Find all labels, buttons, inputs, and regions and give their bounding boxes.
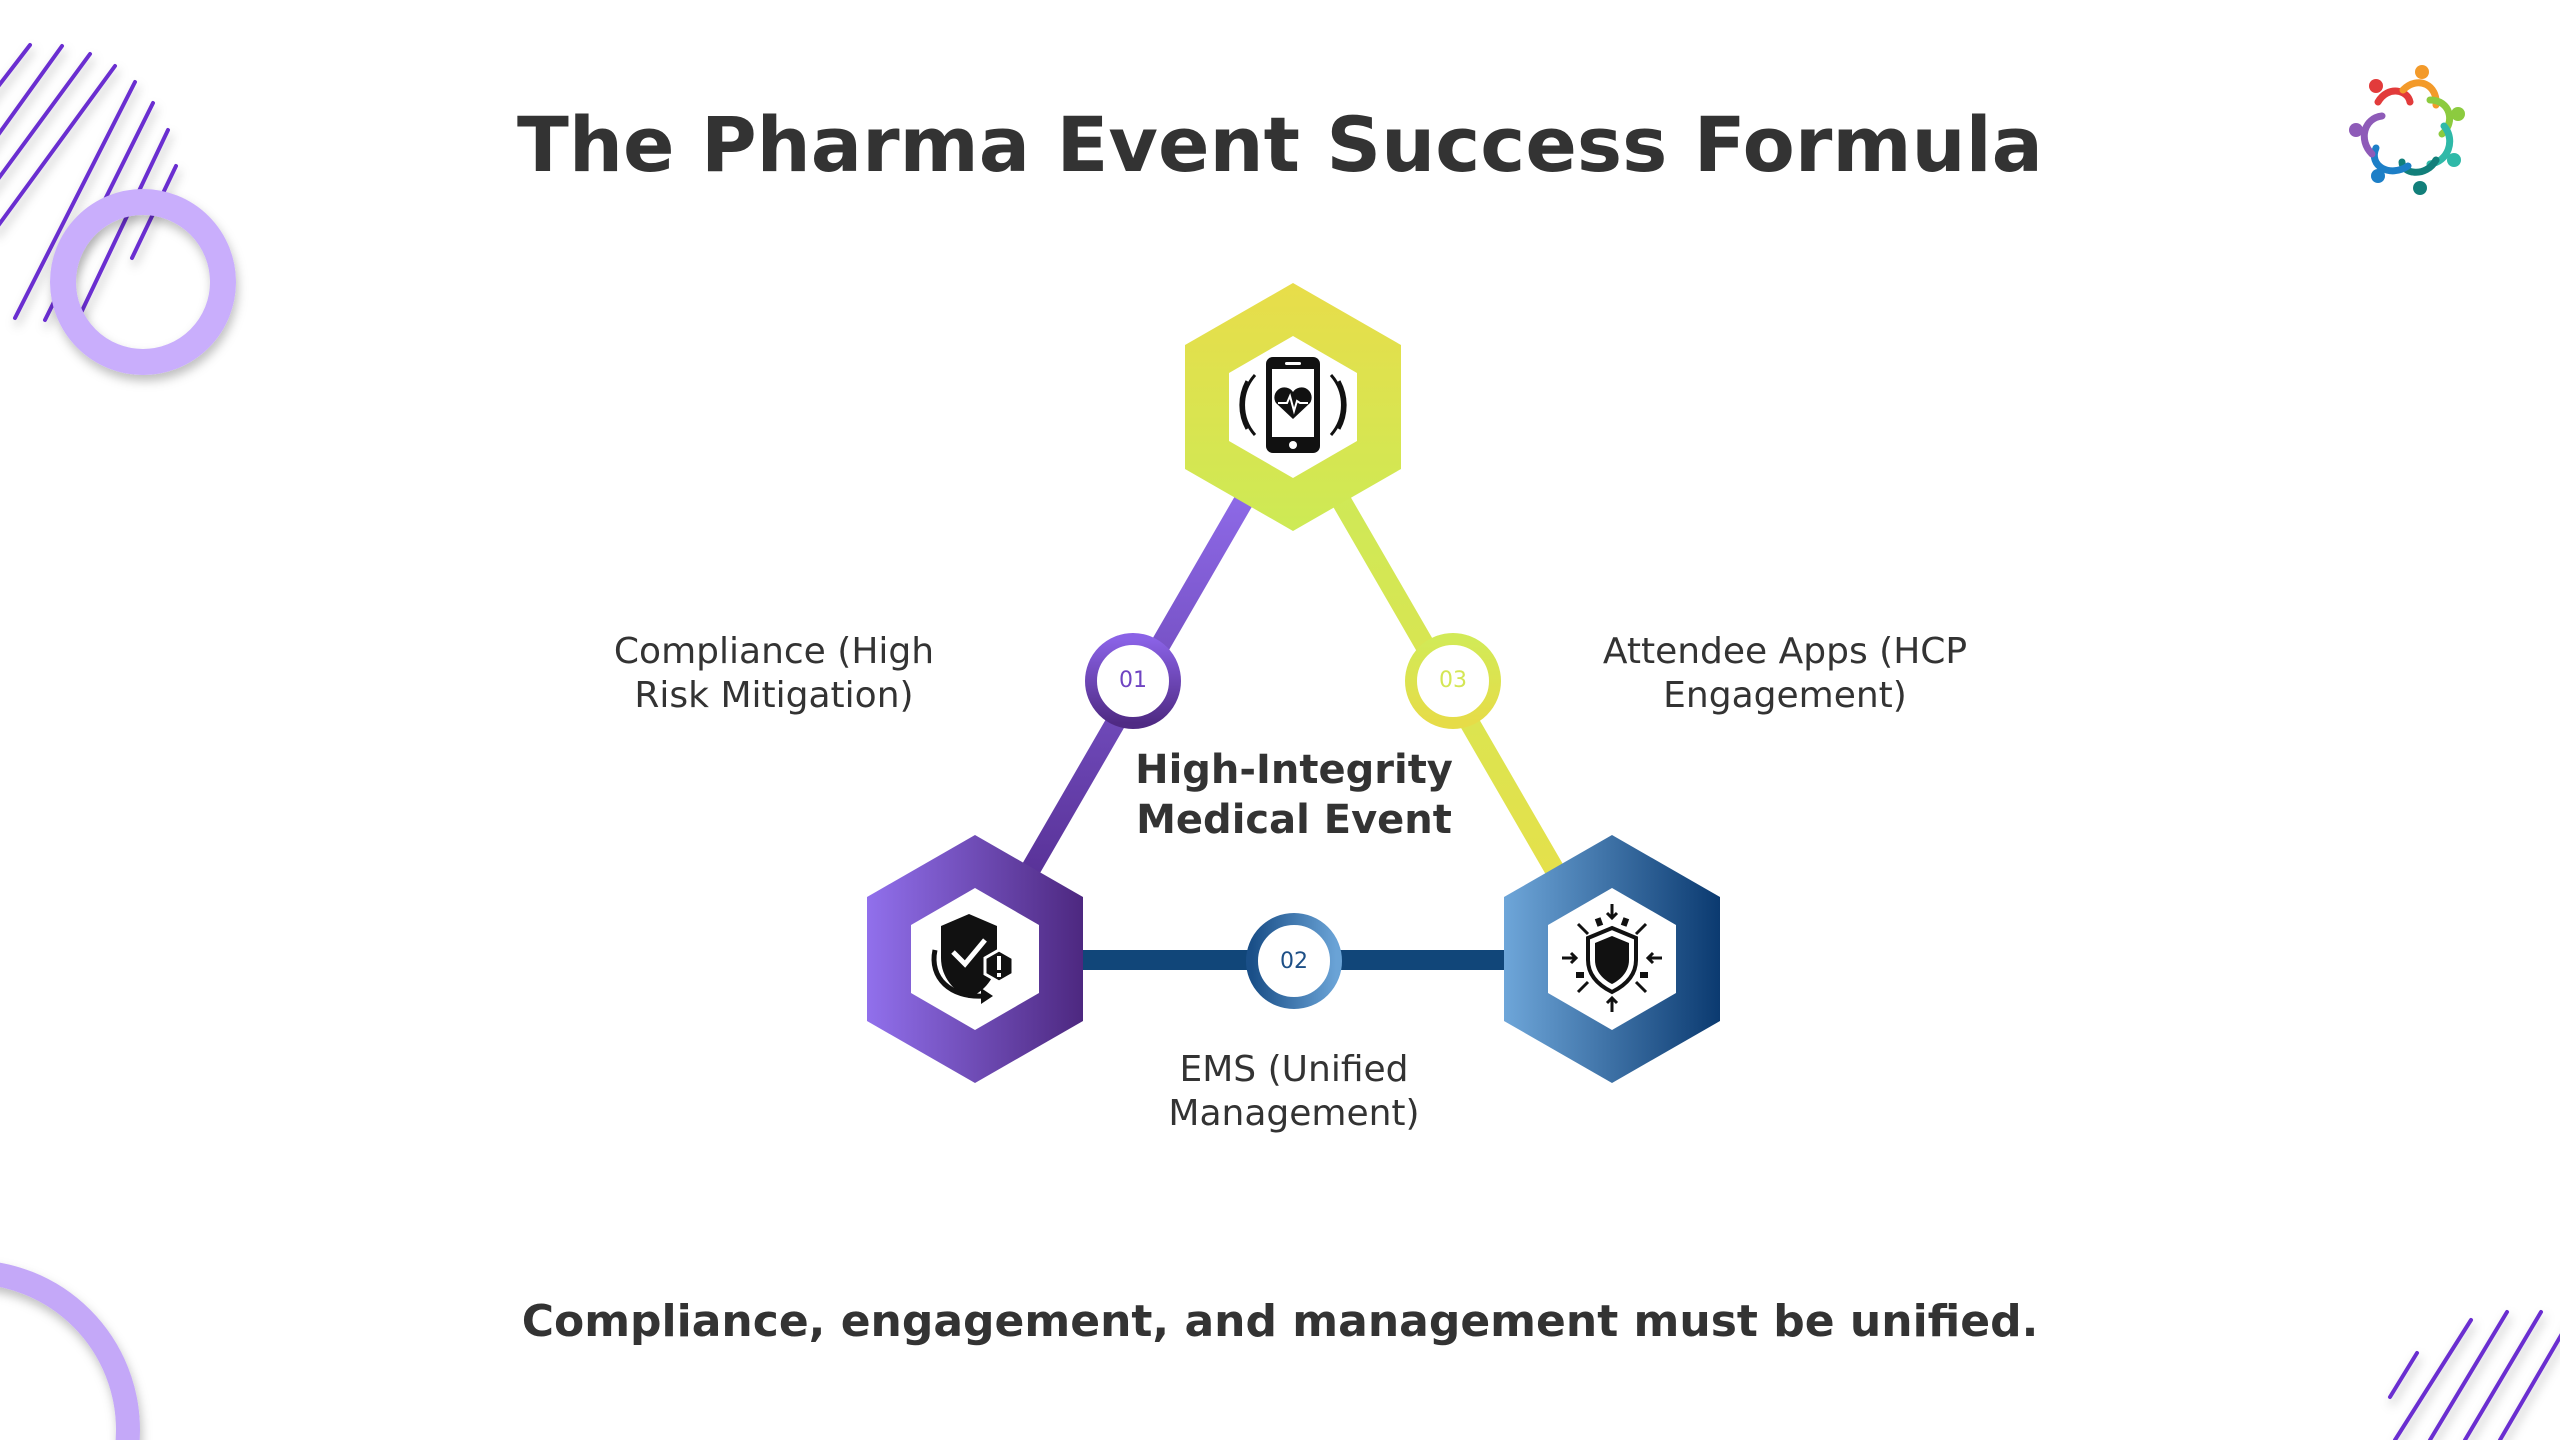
- people-circle-logo-icon: [2349, 65, 2465, 195]
- step-number-02: 02: [1280, 949, 1308, 974]
- label-attendee-apps-line2: Engagement): [1663, 675, 1907, 716]
- step-number-01: 01: [1119, 668, 1147, 693]
- label-ems-line1: EMS (Unified: [1179, 1049, 1409, 1090]
- footer-tagline: Compliance, engagement, and management m…: [521, 1296, 2039, 1347]
- shield-arrows-icon: [1562, 904, 1662, 1012]
- label-compliance: Compliance (High Risk Mitigation): [524, 630, 1024, 718]
- decor-ring-top-left: [50, 189, 236, 375]
- shield-check-warning-icon: [931, 914, 1015, 1004]
- label-compliance-line1: Compliance (High: [613, 631, 935, 672]
- decor-ring-bottom-left: [0, 1262, 140, 1440]
- label-ems-line2: Management): [1168, 1093, 1420, 1134]
- center-label: High-Integrity Medical Event: [1044, 745, 1544, 845]
- step-circle-02: [1246, 913, 1342, 1009]
- decor-top-left: [0, 43, 236, 375]
- label-attendee-apps: Attendee Apps (HCP Engagement): [1535, 630, 2035, 718]
- center-label-line1: High-Integrity: [1135, 747, 1453, 793]
- phone-heartbeat-icon: [1239, 357, 1347, 453]
- center-label-line2: Medical Event: [1136, 797, 1452, 843]
- step-number-03: 03: [1439, 668, 1467, 693]
- label-attendee-apps-line1: Attendee Apps (HCP: [1602, 631, 1968, 672]
- step-circle-03: [1405, 633, 1501, 729]
- label-ems: EMS (Unified Management): [1044, 1048, 1544, 1136]
- step-circle-01: [1085, 633, 1181, 729]
- decor-stripes-bottom-right: [2388, 1310, 2560, 1440]
- label-compliance-line2: Risk Mitigation): [634, 675, 914, 716]
- page-title: The Pharma Event Success Formula: [517, 100, 2043, 189]
